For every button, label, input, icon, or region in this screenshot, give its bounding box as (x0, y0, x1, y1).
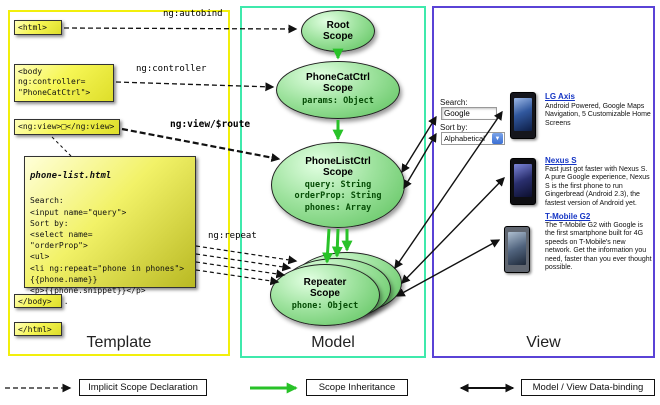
ng-controller-label: ng:controller (136, 64, 207, 74)
sort-label: Sort by: (440, 123, 468, 132)
phone-screen-3 (508, 232, 526, 265)
legend-implicit-scope-declaration: Implicit Scope Declaration (79, 379, 207, 396)
sort-select[interactable]: Alphabetical ▼ (441, 132, 505, 145)
root-scope-ellipse: Root Scope (301, 10, 375, 52)
phone-screen-2 (514, 164, 532, 197)
phonecatctrl-scope-ellipse: PhoneCatCtrl Scope params: Object (276, 61, 400, 119)
template-panel-label: Template (86, 334, 152, 351)
phonelistctrl-scope-title: PhoneListCtrl Scope (305, 156, 371, 179)
search-label: Search: (440, 98, 468, 107)
phone-link-1[interactable]: LG Axis (545, 92, 575, 101)
phone-link-2[interactable]: Nexus S (545, 156, 577, 165)
phone-screen-1 (514, 98, 532, 131)
ng-autobind-label: ng:autobind (163, 9, 223, 19)
repeater-scope-title: Repeater Scope (303, 277, 347, 300)
phone-desc-3: The T-Mobile G2 with Google is the first… (545, 222, 652, 272)
phone-thumbnail-3 (504, 226, 530, 273)
body-close-tag-box: </body> (14, 294, 62, 308)
legend-scope-inheritance: Scope Inheritance (306, 379, 408, 396)
phonecatctrl-scope-title: PhoneCatCtrl Scope (306, 72, 370, 95)
phonelistctrl-scope-ellipse: PhoneListCtrl Scope query: String orderP… (271, 142, 405, 228)
ng-view-tag-box: <ng:view>□</ng:view> (14, 119, 120, 135)
phone-desc-2: Fast just got faster with Nexus S. A pur… (545, 166, 650, 207)
phone-list-filename: phone-list.html (30, 171, 112, 182)
html-open-tag-box: <html> (14, 20, 62, 35)
body-open-tag-box: <body ng:controller= "PhoneCatCtrl"> (14, 64, 114, 102)
phone-thumbnail-2 (510, 158, 536, 205)
html-close-tag-box: </html> (14, 322, 62, 336)
phonecatctrl-scope-props: params: Object (302, 96, 374, 107)
phonelistctrl-scope-props: query: String orderProp: String phones: … (294, 180, 382, 213)
legend-model-view-databinding: Model / View Data-binding (521, 379, 655, 396)
view-panel-label: View (526, 334, 561, 351)
phone-list-template-box: phone-list.html Search: <input name="que… (24, 156, 196, 306)
repeater-scope-props: phone: Object (291, 301, 359, 312)
phone-list-code: Search: <input name="query"> Sort by: <s… (30, 196, 185, 306)
sort-select-value: Alphabetical (444, 134, 485, 143)
phone-link-3[interactable]: T-Mobile G2 (545, 212, 591, 221)
model-panel-label: Model (311, 334, 355, 351)
chevron-down-icon: ▼ (492, 133, 503, 144)
phone-desc-1: Android Powered, Google Maps Navigation,… (545, 103, 651, 127)
root-scope-title: Root Scope (322, 20, 353, 42)
phone-thumbnail-1 (510, 92, 536, 139)
ng-repeat-label: ng:repeat (208, 231, 257, 241)
search-input[interactable] (441, 107, 497, 120)
repeater-scope-ellipse: Repeater Scope phone: Object (270, 264, 380, 326)
ng-view-route-label: ng:view/$route (170, 119, 251, 130)
